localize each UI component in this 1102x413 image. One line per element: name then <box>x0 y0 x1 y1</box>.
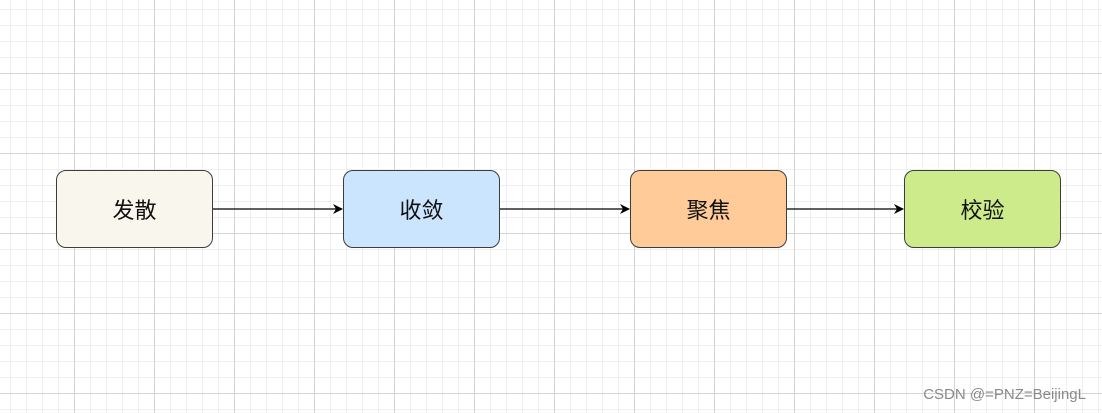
node-converge[interactable]: 收敛 <box>343 170 500 248</box>
watermark: CSDN @=PNZ=BeijingL <box>923 386 1086 403</box>
node-focus-label: 聚焦 <box>686 199 731 224</box>
node-focus[interactable]: 聚焦 <box>630 170 787 248</box>
node-converge-label: 收敛 <box>399 199 444 224</box>
node-diverge[interactable]: 发散 <box>56 170 213 248</box>
node-verify-label: 校验 <box>960 199 1005 224</box>
node-verify[interactable]: 校验 <box>904 170 1061 248</box>
node-diverge-label: 发散 <box>112 199 157 224</box>
